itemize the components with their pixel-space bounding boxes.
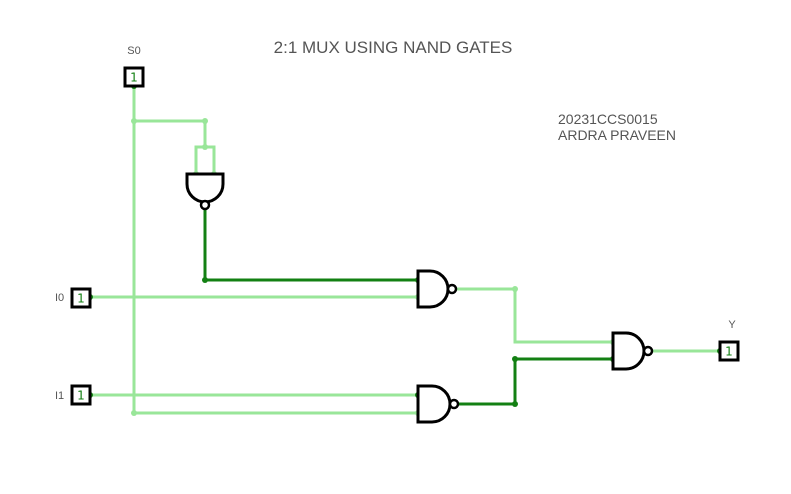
output-y-box [718,340,740,362]
nand-gate-inverter[interactable] [185,172,225,211]
input-s0-value: 1 [130,71,138,85]
nand-gate-output-body [611,331,646,371]
wires-high [203,208,615,406]
nand-gate-inverter-bubble [199,199,211,211]
output-y-label: Y [728,319,736,331]
wires-low [88,84,722,415]
input-i0-toggle[interactable]: 1 [70,287,92,309]
input-i0-label: I0 [55,292,64,304]
input-i0-box [70,287,92,309]
nand-gate-2-body [416,384,452,424]
junction-nand2-out [512,401,518,407]
wire-nand1-to-final[interactable] [450,287,615,344]
nand-gate-inverter-body [185,172,225,204]
junction-s0-branch [131,118,137,124]
input-s0-box [123,66,145,88]
nand-gate-1-body [416,269,450,309]
input-i1-box [70,384,92,406]
wire-inverter-to-nand1[interactable] [203,208,420,282]
author-id: 20231CCS0015 [558,111,658,127]
author-name: ARDRA PRAVEEN [558,127,676,143]
input-i1-label: I1 [55,390,64,402]
input-s0-label: S0 [127,45,140,57]
input-s0-toggle[interactable]: 1 [123,66,145,88]
diagram-title: 2:1 MUX USING NAND GATES [274,38,513,57]
junction-s0-bottom [131,410,137,416]
junction-inverter-tie [202,144,208,150]
input-i1-value: 1 [77,389,85,403]
nand-gate-2-bubble [448,398,460,410]
output-y-probe: 1 [718,340,740,362]
input-i1-toggle[interactable]: 1 [70,384,92,406]
junction-nand1-out [512,286,518,292]
junction-inverter-corner [202,277,208,283]
wire-s0-to-inverter[interactable] [132,119,207,149]
nand-gate-1-bubble [446,283,458,295]
junction-inverter-top [202,118,208,124]
output-y-value: 1 [725,345,733,359]
nand-gate-output-bubble [642,345,654,357]
nand-gate-output[interactable] [611,331,654,371]
wire-nand2-to-final[interactable] [452,357,615,406]
nand-gate-1[interactable] [416,269,458,309]
nand-gate-2[interactable] [416,384,460,424]
junction-final-b [512,356,518,362]
input-i0-value: 1 [77,292,85,306]
